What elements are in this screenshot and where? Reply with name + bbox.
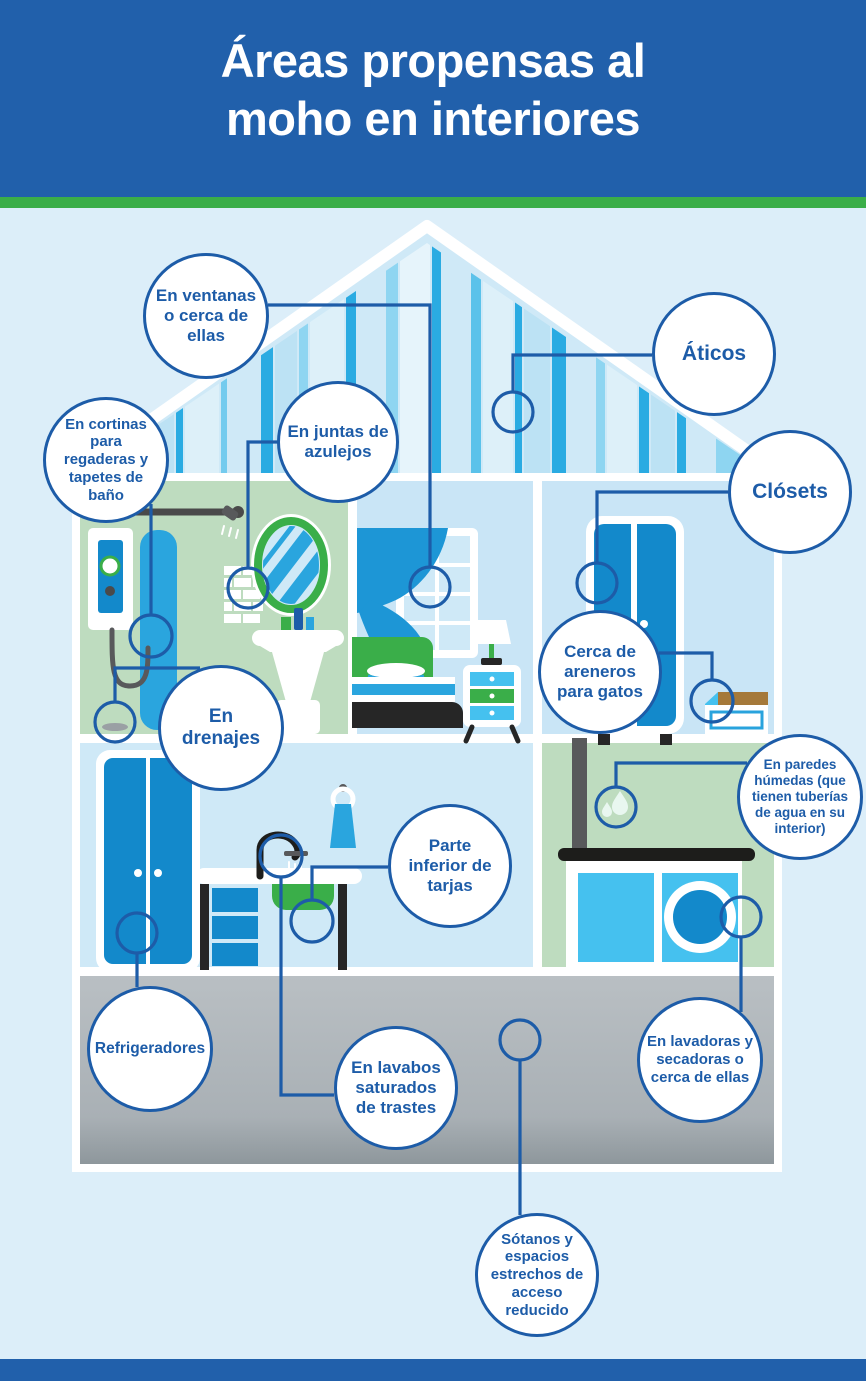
kitchen-sink-icon <box>272 884 334 910</box>
washer-marker-circle <box>719 895 763 939</box>
under-sink-marker-circle <box>289 898 335 944</box>
title-line-2: moho en interiores <box>225 92 641 145</box>
fridge-marker-circle <box>115 911 159 955</box>
callout-juntas: En juntas de azulejos <box>277 381 399 503</box>
connector-drenajes <box>113 666 200 702</box>
towel-icon <box>330 784 356 848</box>
drain-marker-circle <box>93 700 137 744</box>
callout-cortinas: En cortinas para regaderas y tapetes de … <box>43 397 169 523</box>
callout-paredes: En paredes húmedas (que tienen tuberías … <box>737 734 863 860</box>
closet-marker-circle <box>575 561 619 605</box>
water-heater-icon <box>88 528 151 689</box>
shower-head-icon <box>221 505 239 539</box>
tiles-marker-circle <box>226 566 270 610</box>
drain-icon <box>102 723 128 731</box>
attic-marker-circle <box>491 390 535 434</box>
callout-aticos: Áticos <box>652 292 776 416</box>
connector-paredes <box>614 761 747 787</box>
pedestal-sink-icon <box>252 608 344 734</box>
header-banner: Áreas propensas al moho en interiores <box>0 0 866 197</box>
callout-sotanos: Sótanos y espacios estrechos de acceso r… <box>475 1213 599 1337</box>
pipe-icon <box>572 738 587 852</box>
window-marker-circle <box>408 565 452 609</box>
basement-marker-circle <box>498 1018 542 1062</box>
bedroom <box>352 528 521 744</box>
nightstand-icon <box>463 665 521 744</box>
footer-bar <box>0 1359 866 1381</box>
connector-lavabos <box>279 877 334 1097</box>
wet-wall-marker-circle <box>594 785 638 829</box>
callout-tarjas: Parte inferior de tarjas <box>388 804 512 928</box>
shower-curtain-marker-circle <box>128 613 174 659</box>
connector-tarjas <box>310 865 388 900</box>
laundry-shelf-icon <box>558 848 755 861</box>
connector-juntas <box>246 440 278 568</box>
shower-curtain-icon <box>140 530 177 730</box>
callout-lavadoras: En lavadoras y secadoras o cerca de ella… <box>637 997 763 1123</box>
washer-dryer-icon <box>566 861 742 972</box>
page-title: Áreas propensas al moho en interiores <box>0 0 866 148</box>
connector-areneros <box>659 651 714 680</box>
callout-lavabos: En lavabos saturados de trastes <box>334 1026 458 1150</box>
bed-icon <box>352 637 463 728</box>
green-divider-stripe <box>0 197 866 208</box>
kitchen <box>96 750 362 972</box>
callout-closets: Clósets <box>728 430 852 554</box>
litter-box-marker-circle <box>689 678 735 724</box>
litter-box-icon <box>705 692 768 734</box>
laundry-room <box>558 738 755 972</box>
title-line-1: Áreas propensas al <box>220 34 646 87</box>
connector-ventanas <box>268 303 432 567</box>
faucet-marker-circle <box>258 833 304 879</box>
callout-ventanas: En ventanas o cerca de ellas <box>143 253 269 379</box>
bathroom <box>78 505 344 734</box>
mirror-icon <box>251 514 331 616</box>
water-drops-icon <box>602 791 628 817</box>
callout-areneros: Cerca de areneros para gatos <box>538 610 662 734</box>
callout-refrigeradores: Refrigeradores <box>87 986 213 1112</box>
refrigerator-icon <box>96 750 200 972</box>
callout-drenajes: En drenajes <box>158 665 284 791</box>
lamp-icon <box>473 620 511 665</box>
connector-closets <box>595 490 728 563</box>
connector-aticos <box>511 353 652 392</box>
connectors <box>93 303 763 1215</box>
